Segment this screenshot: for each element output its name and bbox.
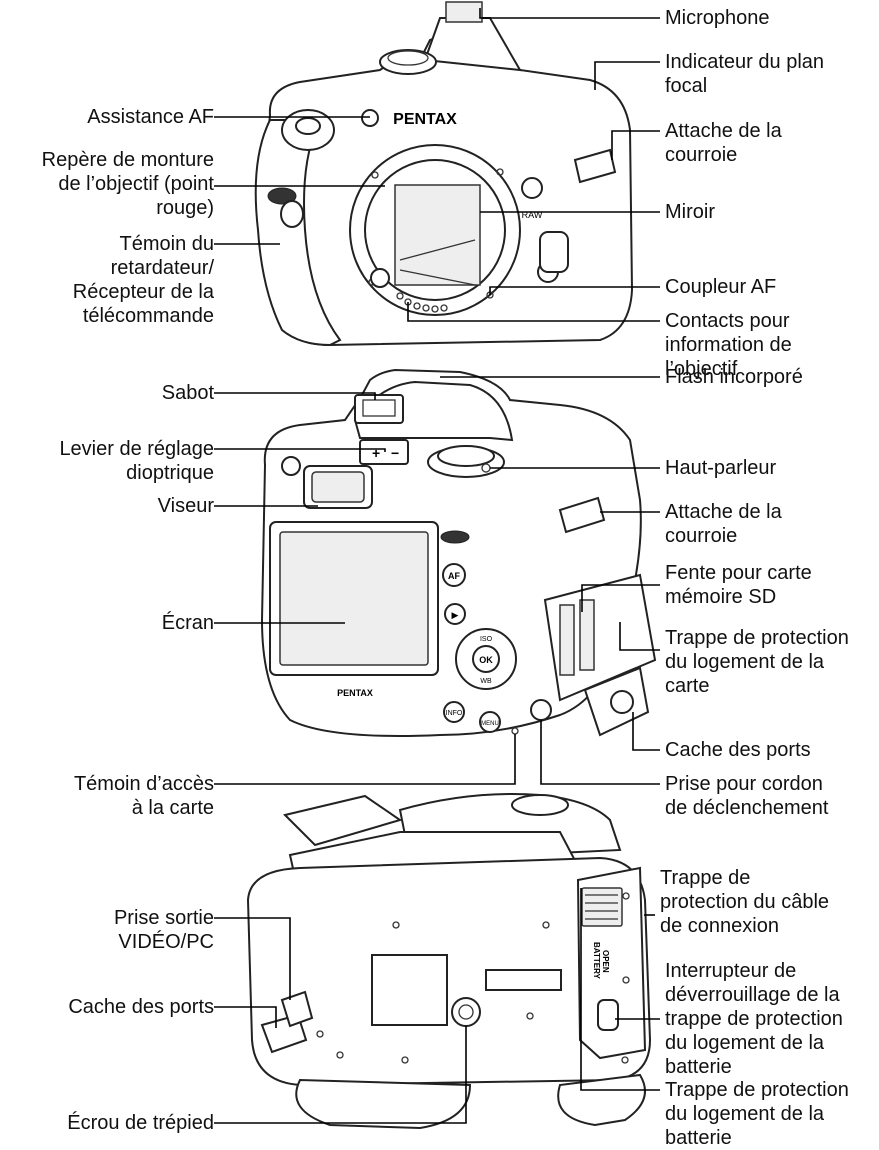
label-levier-dioptrique: Levier de réglage dioptrique: [59, 438, 214, 484]
label-repere-monture: Repère de monture de l’objectif (point r…: [41, 149, 214, 219]
label-trappe-batterie: Trappe de protection du logement de la b…: [665, 1079, 849, 1149]
menu-button-mark: MENU: [481, 721, 499, 727]
battery-mark: BATTERY: [592, 942, 601, 980]
back-brand-text: PENTAX: [337, 688, 373, 698]
label-haut-parleur: Haut-parleur: [665, 457, 777, 479]
play-button-mark: ▶: [452, 610, 459, 620]
label-sabot: Sabot: [161, 382, 214, 404]
label-assistance-af: Assistance AF: [87, 106, 214, 128]
front-brand-text: PENTAX: [393, 111, 457, 128]
wb-button-mark: WB: [480, 678, 492, 685]
bottom-leader-lines: [214, 888, 660, 1124]
label-indicateur-plan-focal: Indicateur du plan focal: [665, 51, 825, 97]
label-viseur: Viseur: [157, 495, 214, 517]
svg-text:−: −: [391, 445, 399, 461]
label-ecrou-trepied: Écrou de trépied: [67, 1112, 214, 1134]
label-prise-video-pc: Prise sortie VIDÉO/PC: [113, 907, 214, 953]
label-temoin-acces-carte: Témoin d’accès à la carte: [73, 773, 214, 819]
label-attache-courroie-back: Attache de la courroie: [665, 501, 782, 547]
front-leader-lines: [214, 8, 660, 322]
info-button-mark: INFO: [446, 710, 463, 717]
svg-text:+: +: [372, 445, 380, 461]
label-microphone: Microphone: [665, 7, 770, 29]
label-ecran: Écran: [161, 612, 214, 634]
camera-bottom-view: OPEN BATTERY: [246, 793, 652, 1130]
label-trappe-cable: Trappe de protection du câble de connexi…: [660, 867, 830, 937]
label-cache-ports-bottom: Cache des ports: [68, 996, 214, 1018]
battery-open-mark: OPEN: [601, 950, 610, 973]
label-fente-carte-sd: Fente pour carte mémoire SD: [665, 562, 812, 608]
label-temoin-retardateur: Témoin du retardateur/ Récepteur de la t…: [72, 233, 214, 327]
label-cache-ports-back: Cache des ports: [665, 739, 811, 761]
ok-button-mark: OK: [479, 655, 493, 665]
camera-front-view: PENTAX RAW: [254, 1, 634, 347]
af-button-mark: AF: [448, 571, 460, 581]
svg-text:RAW: RAW: [522, 210, 543, 220]
label-miroir: Miroir: [665, 201, 715, 223]
camera-back-view: + − PENTAX AF ▶ OK ISO WB INFO MENU: [260, 368, 657, 737]
label-prise-cordon: Prise pour cordon de déclenchement: [665, 773, 829, 819]
label-flash-incorpore: Flash incorporé: [665, 366, 803, 388]
iso-button-mark: ISO: [480, 636, 493, 643]
label-contacts-objectif: Contacts pour information de l’objectif: [665, 310, 792, 380]
label-trappe-logement-carte: Trappe de protection du logement de la c…: [665, 627, 849, 697]
label-interrupteur-deverrouillage: Interrupteur de déverrouillage de la tra…: [665, 960, 843, 1078]
label-coupleur-af: Coupleur AF: [665, 276, 777, 298]
label-attache-courroie-front: Attache de la courroie: [665, 120, 782, 166]
back-leader-lines: [214, 376, 660, 785]
